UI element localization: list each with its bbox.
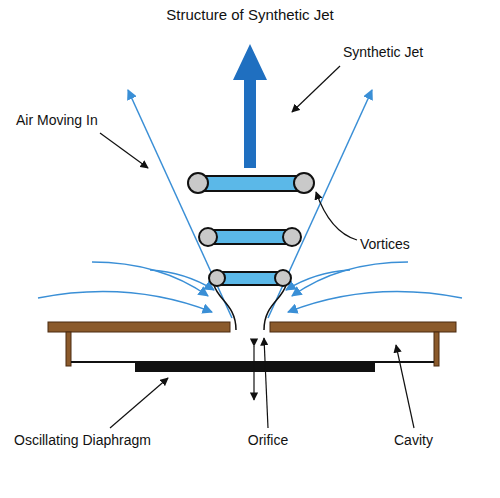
inflow-arrows <box>38 262 462 312</box>
part-label: Cavity <box>394 432 433 449</box>
part-label: Orifice <box>248 432 288 449</box>
part-label: Vortices <box>360 236 410 253</box>
part-label: Oscillating Diaphragm <box>14 432 151 449</box>
leader-lines <box>100 66 414 428</box>
vortex-ring <box>188 173 314 193</box>
oscillation-arrow <box>253 346 254 400</box>
part-label: Air Moving In <box>16 112 98 129</box>
oscillating-diaphragm <box>71 362 434 372</box>
vortex-ring <box>199 228 301 246</box>
cavity-housing <box>48 322 456 366</box>
part-label: Synthetic Jet <box>343 44 423 61</box>
diagram-title: Structure of Synthetic Jet <box>166 6 334 24</box>
jet-arrow <box>233 44 267 168</box>
vortex-ring <box>209 270 291 286</box>
